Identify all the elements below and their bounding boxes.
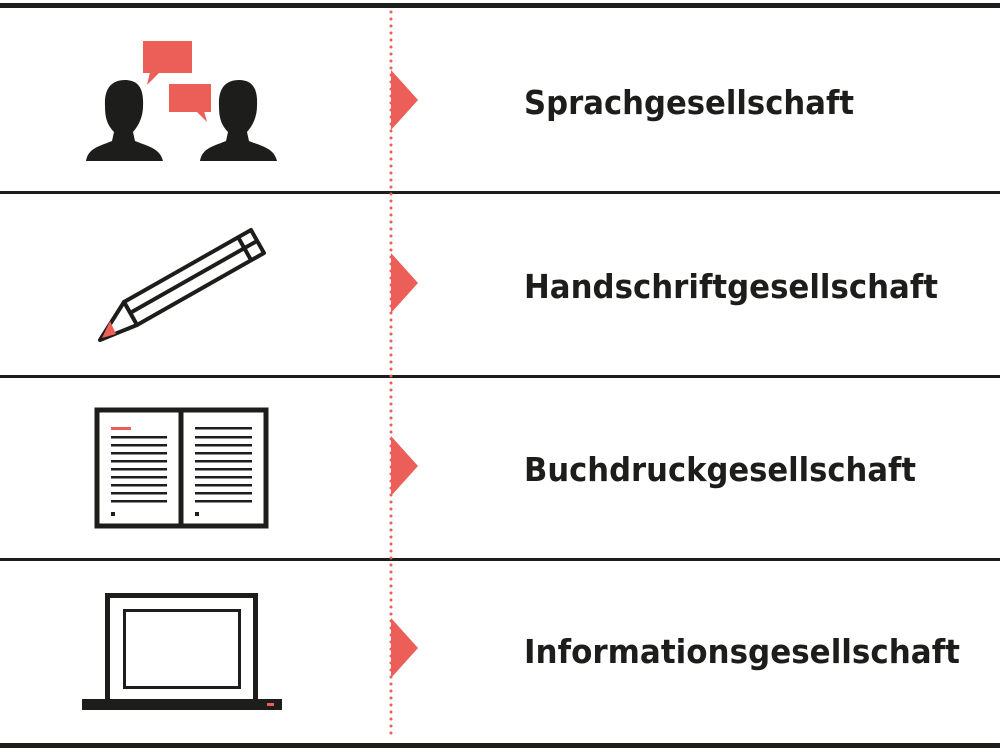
- arrow-marker: [391, 618, 418, 678]
- arrow-marker: [391, 70, 418, 130]
- row-divider: [0, 191, 1000, 194]
- row-divider: [0, 375, 1000, 378]
- row-label-informationsgesellschaft: Informationsgesellschaft: [524, 632, 960, 671]
- row-divider: [0, 558, 1000, 561]
- open-book-icon: [94, 407, 269, 529]
- row-label-sprachgesellschaft: Sprachgesellschaft: [524, 83, 854, 122]
- arrow-marker: [391, 253, 418, 313]
- arrow-marker: [391, 436, 418, 496]
- bottom-rule: [0, 743, 1000, 748]
- row-label-handschriftgesellschaft: Handschriftgesellschaft: [524, 267, 938, 306]
- speaking-people-icon: [86, 41, 277, 161]
- pencil-icon: [98, 228, 266, 342]
- row-label-buchdruckgesellschaft: Buchdruckgesellschaft: [524, 450, 916, 489]
- top-rule: [0, 3, 1000, 8]
- laptop-icon: [82, 593, 282, 710]
